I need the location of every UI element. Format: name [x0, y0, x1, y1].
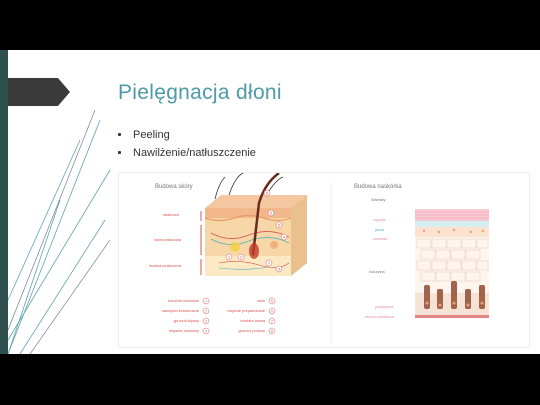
epidermis-label: rogowa: [373, 218, 386, 222]
legend-label: naczynia krwionośne: [162, 308, 200, 313]
legend-label: gruczoł potowy: [238, 328, 265, 333]
epidermis-layers: [415, 209, 489, 318]
legend-number: 8: [271, 330, 273, 334]
callout-number: 3: [278, 267, 281, 272]
slide: Pielęgnacja dłoni Peeling Nawilżenie/nat…: [0, 50, 540, 354]
bullet-dot: [118, 151, 121, 154]
epidermis-label: podstawna: [375, 305, 394, 309]
bullet-item: Peeling: [118, 126, 256, 144]
legend-label: torebka włosa: [240, 318, 265, 323]
bullet-text: Nawilżenie/natłuszczenie: [133, 147, 256, 159]
epidermis-label: jasna: [374, 228, 385, 232]
skin-block: [204, 173, 307, 276]
legend-number: 2: [205, 310, 207, 314]
bullet-text: Peeling: [133, 129, 170, 141]
callout-number: 7: [268, 261, 271, 266]
callout-number: 1: [228, 255, 231, 260]
legend-label: mięsień włosowy: [169, 328, 199, 333]
legend-number: 3: [205, 320, 207, 324]
legend-label: włos: [257, 298, 265, 303]
callout-number: 4: [283, 235, 286, 240]
legend-number: 4: [205, 330, 207, 334]
slide-decoration: [0, 50, 111, 354]
legend-label: komórki nerwowe: [168, 298, 200, 303]
epidermis-label: Warstwy:: [371, 198, 386, 202]
layer-label: skóra właściwa: [154, 237, 182, 242]
callout-number: 8: [266, 191, 269, 196]
skin-diagram: Budowa skóry Budowa naskórka naskórek sk…: [149, 173, 489, 343]
legend-number: 6: [271, 310, 273, 314]
legend-number: 7: [271, 320, 273, 324]
bullet-dot: [118, 133, 121, 136]
legend-label: mięśnie przywłosowe: [227, 308, 266, 313]
bullet-list: Peeling Nawilżenie/natłuszczenie: [118, 126, 256, 162]
legend-label: gruczoł łojowy: [174, 318, 199, 323]
callout-number: 2: [240, 255, 243, 260]
legend-number: 1: [205, 300, 207, 304]
callout-number: 6: [278, 223, 281, 228]
callout-number: 5: [270, 211, 273, 216]
legend-number: 5: [271, 300, 273, 304]
left-heading: Budowa skóry: [155, 184, 193, 190]
right-heading: Budowa naskórka: [354, 184, 402, 190]
layer-label: naskórek: [163, 212, 179, 217]
bullet-item: Nawilżenie/natłuszczenie: [118, 144, 256, 162]
slide-title: Pielęgnacja dłoni: [118, 81, 282, 104]
layer-label: tkanka podskórna: [149, 263, 181, 268]
epidermis-label: ziarnista: [373, 237, 388, 241]
skin-structure-figure: Budowa skóry Budowa naskórka naskórek sk…: [118, 172, 530, 348]
epidermis-label: kolczysta: [369, 270, 386, 274]
epidermis-label: błona podstawna: [365, 315, 395, 319]
